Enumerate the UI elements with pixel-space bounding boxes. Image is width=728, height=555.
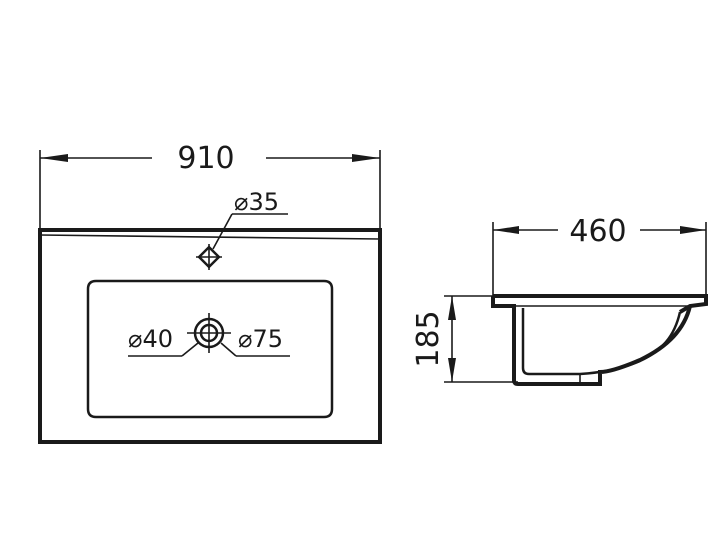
top-view: 910 ⌀35 ⌀40 ⌀75 — [38, 141, 382, 444]
depth-arrow-right — [680, 226, 706, 234]
tap-hole: ⌀35 — [196, 188, 288, 270]
height-dimension: 185 — [411, 295, 518, 383]
basin-profile-rim — [493, 294, 708, 314]
depth-dimension: 460 — [492, 214, 707, 296]
width-arrow-right — [352, 154, 380, 162]
overflow-leader — [220, 342, 237, 357]
height-arrow-top — [448, 296, 456, 320]
depth-arrow-left — [493, 226, 519, 234]
tap-hole-label: ⌀35 — [234, 188, 279, 216]
depth-label: 460 — [569, 214, 626, 249]
overflow-label: ⌀75 — [238, 325, 283, 353]
basin-profile-inner — [521, 308, 682, 376]
width-label: 910 — [177, 141, 234, 176]
basin-outer-rim — [38, 228, 382, 444]
waste-leader — [181, 342, 199, 357]
rim-edge-line — [39, 234, 381, 240]
waste-label: ⌀40 — [128, 325, 173, 353]
tap-hole-leader — [212, 213, 233, 250]
height-label: 185 — [411, 310, 446, 367]
basin-inner-bowl — [86, 279, 334, 419]
width-dimension: 910 — [39, 141, 381, 230]
waste-outlet: ⌀40 ⌀75 — [128, 313, 290, 357]
height-arrow-bottom — [448, 358, 456, 382]
tap-hole-icon — [197, 245, 221, 269]
side-view: 460 185 — [411, 214, 708, 386]
width-arrow-left — [40, 154, 68, 162]
